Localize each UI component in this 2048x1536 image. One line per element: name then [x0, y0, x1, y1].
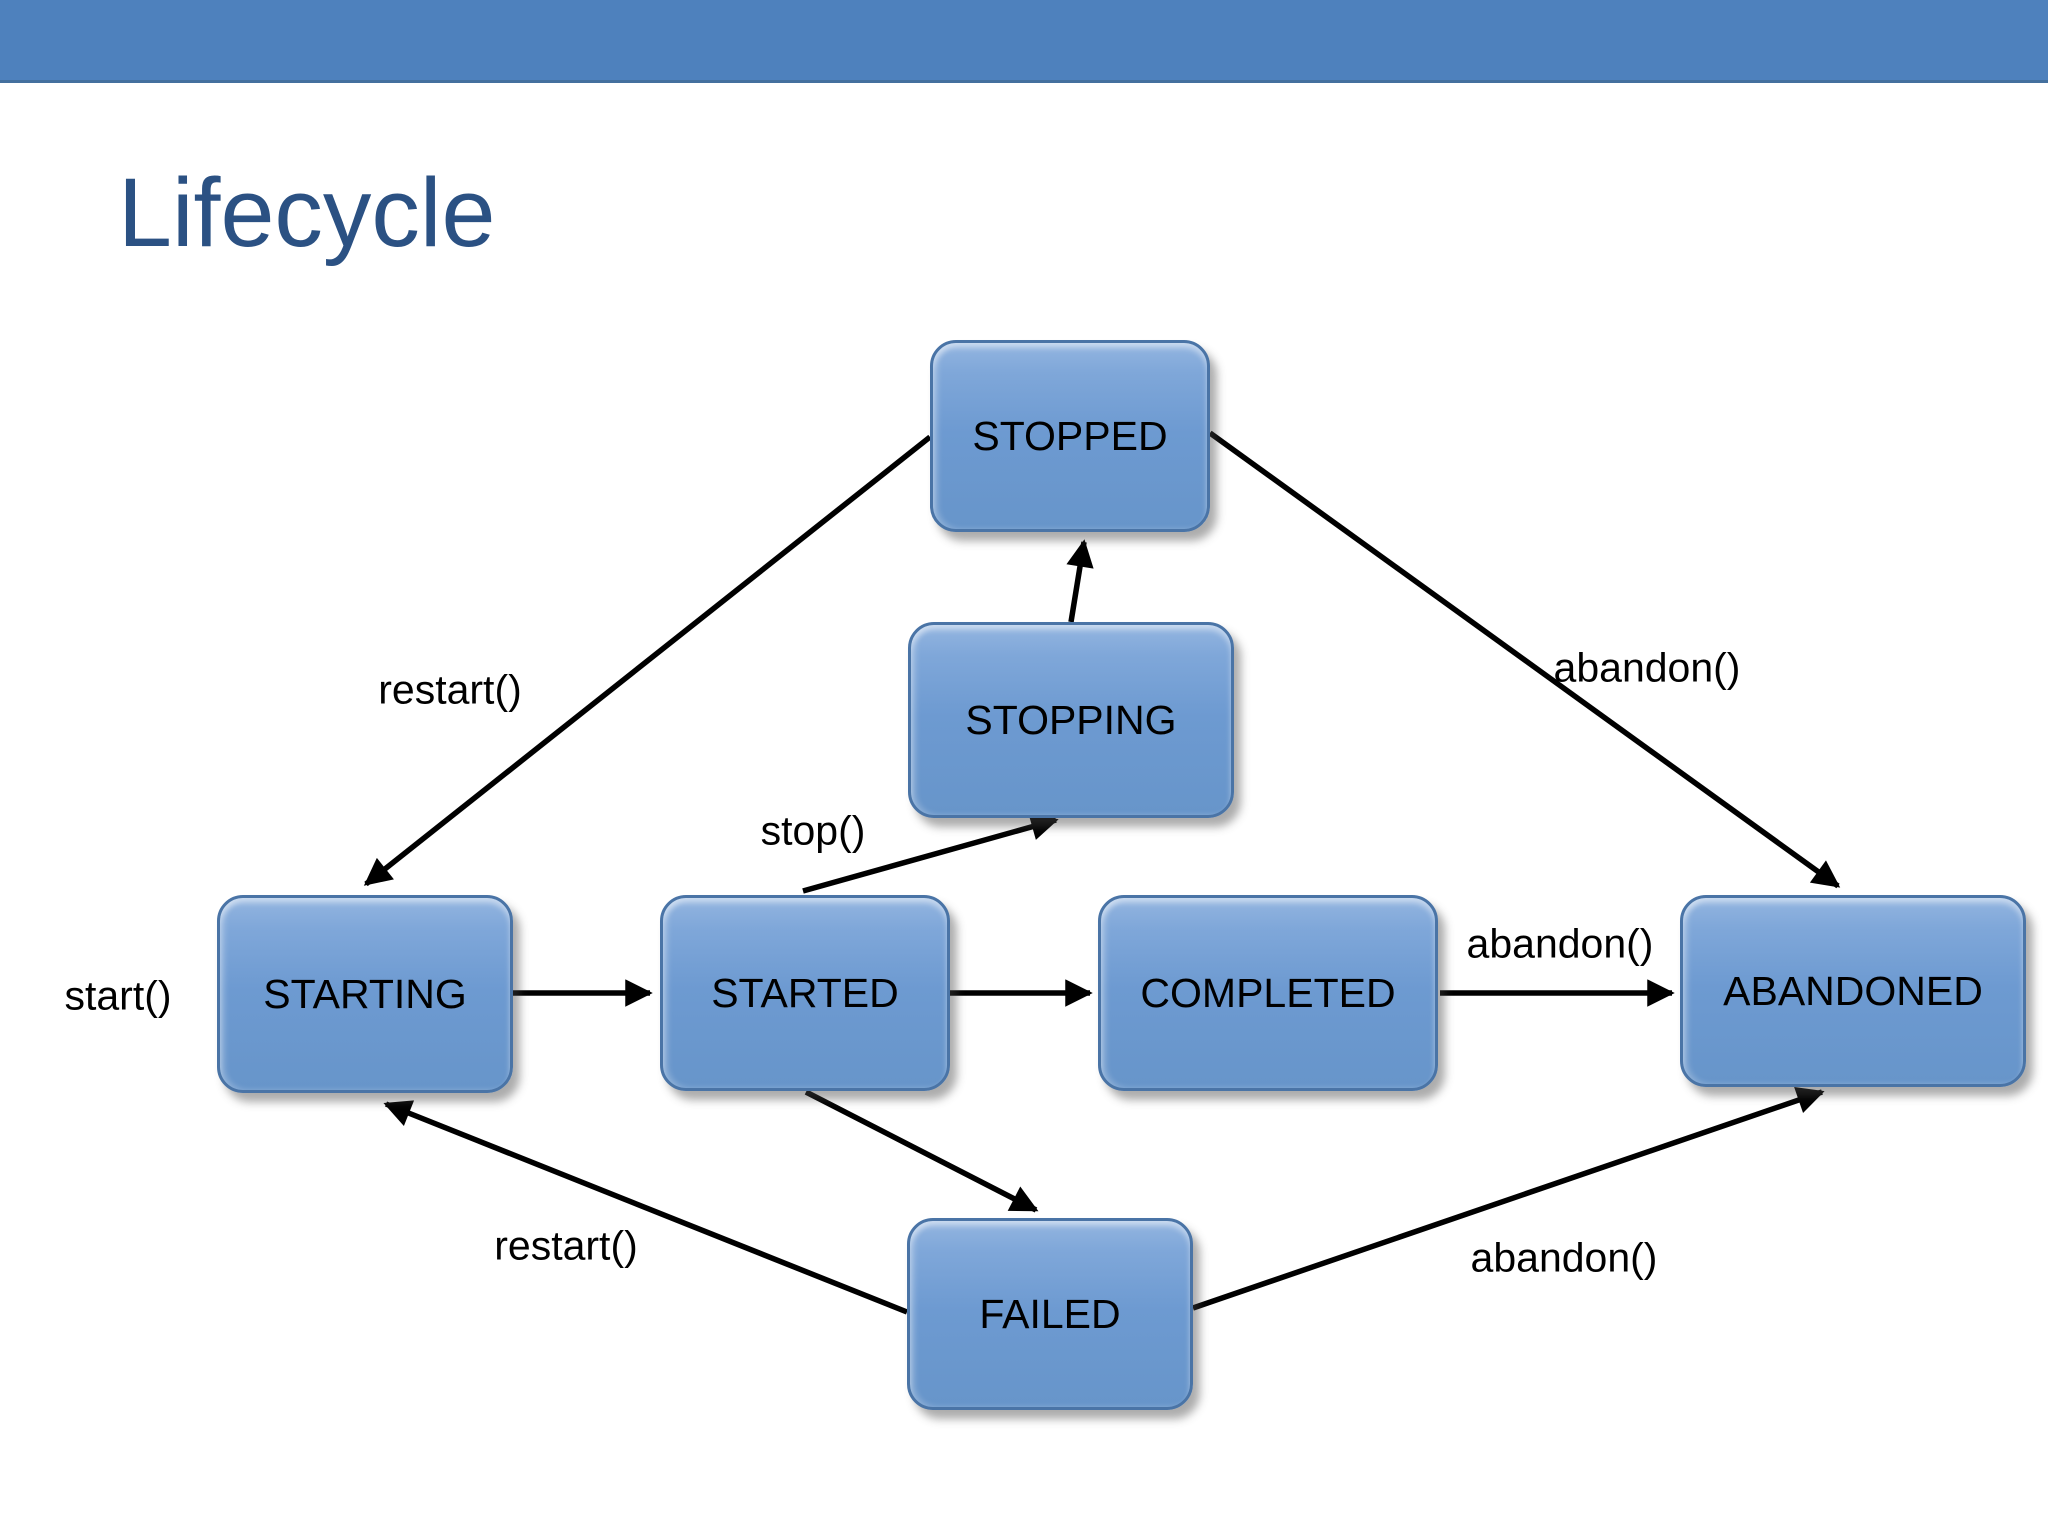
edge-started-to-failed	[804, 1089, 1039, 1213]
state-node-completed: COMPLETED	[1098, 895, 1438, 1091]
state-label-stopped: STOPPED	[972, 412, 1168, 459]
state-label-completed: COMPLETED	[1140, 969, 1396, 1016]
state-label-started: STARTED	[711, 969, 899, 1016]
state-node-started: STARTED	[660, 895, 950, 1091]
edge-stopped-to-abandoned-abandon	[1208, 430, 1841, 889]
edge-failed-to-starting-restart	[383, 1100, 909, 1315]
edge-stopping-to-stopped	[1066, 539, 1094, 623]
slide-title: Lifecycle	[118, 158, 496, 267]
state-label-starting: STARTING	[263, 970, 467, 1017]
edge-failed-to-abandoned-abandon	[1192, 1087, 1825, 1311]
transition-label-start: start()	[64, 972, 172, 1019]
state-label-stopping: STOPPING	[965, 696, 1177, 743]
state-node-stopped: STOPPED	[930, 340, 1210, 532]
transition-label-restart-top: restart()	[378, 666, 522, 713]
edge-started-to-stopping-stop	[802, 813, 1059, 894]
state-node-failed: FAILED	[907, 1218, 1193, 1410]
state-label-failed: FAILED	[979, 1290, 1121, 1337]
state-node-starting: STARTING	[217, 895, 513, 1093]
transition-label-abandon-mid: abandon()	[1466, 920, 1654, 967]
state-label-abandoned: ABANDONED	[1723, 967, 1983, 1014]
state-node-abandoned: ABANDONED	[1680, 895, 2026, 1087]
transition-label-stop: stop()	[760, 807, 866, 854]
transition-label-abandon-bottom: abandon()	[1470, 1234, 1658, 1281]
transition-label-abandon-top: abandon()	[1553, 644, 1741, 691]
state-node-stopping: STOPPING	[908, 622, 1234, 818]
edge-stopped-to-starting-restart	[363, 434, 932, 887]
transition-label-restart-bottom: restart()	[494, 1222, 638, 1269]
slide-accent-bar	[0, 0, 2048, 83]
